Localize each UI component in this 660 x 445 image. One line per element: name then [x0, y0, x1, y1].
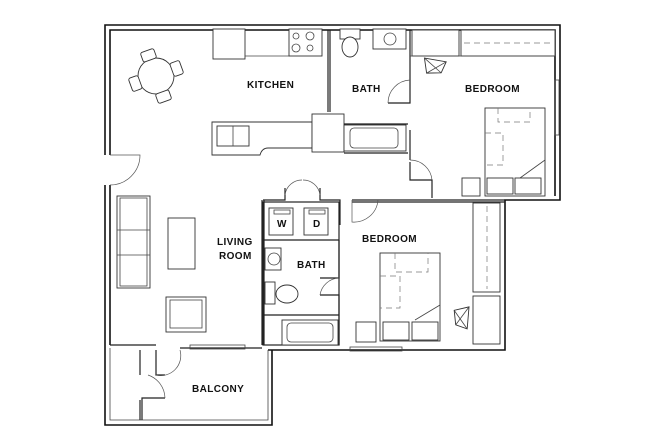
bath-sink-bottom — [264, 247, 282, 271]
desk-chair-bottom — [453, 306, 470, 330]
window-bottom — [349, 346, 403, 352]
room-label-bath-top: BATH — [352, 84, 381, 95]
room-label-balcony: BALCONY — [192, 384, 244, 395]
bath-door[interactable] — [387, 79, 411, 104]
desk-bottom — [472, 295, 501, 345]
balcony: BALCONY — [110, 344, 262, 420]
desk-chair — [423, 57, 447, 74]
entry-door[interactable] — [109, 154, 141, 186]
window — [554, 79, 560, 136]
refrigerator — [212, 28, 246, 60]
nightstand — [461, 177, 481, 197]
bedroom-top: BEDROOM — [410, 29, 560, 197]
bathtub — [343, 124, 407, 152]
desk — [411, 29, 460, 57]
room-label-kitchen: KITCHEN — [247, 80, 294, 91]
bedroom-door[interactable] — [409, 159, 433, 181]
sofa — [116, 195, 151, 289]
washer — [268, 207, 294, 236]
bathtub-bottom — [281, 319, 339, 346]
dining-table — [128, 48, 184, 104]
coffee-table — [167, 217, 196, 270]
dryer-label: D — [313, 219, 320, 230]
bedroom-bottom: BEDROOM — [349, 202, 501, 352]
bath-sink — [372, 28, 407, 50]
bedroom-bottom-door[interactable] — [351, 199, 379, 223]
bath-top: BATH — [339, 28, 433, 198]
bath-bottom: W D BATH — [262, 201, 340, 346]
pantry — [311, 113, 345, 153]
bath-bottom-door[interactable] — [319, 277, 340, 296]
toilet-bottom — [275, 284, 299, 304]
room-label-bath-bottom: BATH — [297, 260, 326, 271]
storage-door[interactable] — [147, 374, 166, 399]
room-label-living-1: LIVING — [217, 237, 253, 248]
toilet — [341, 36, 359, 58]
washer-label: W — [277, 219, 287, 230]
closet-door-right[interactable] — [302, 179, 321, 196]
room-label-living-2: ROOM — [219, 251, 252, 262]
dryer — [303, 207, 329, 236]
stove — [288, 28, 323, 57]
closet-door-left[interactable] — [284, 179, 303, 196]
room-label-bedroom-top: BEDROOM — [465, 84, 520, 95]
room-label-bedroom-bottom: BEDROOM — [362, 234, 417, 245]
sliding-door[interactable] — [189, 344, 246, 350]
living-room: LIVING ROOM — [116, 195, 265, 345]
kitchen-area: KITCHEN — [211, 28, 345, 156]
balcony-door[interactable] — [155, 349, 182, 376]
nightstand-bottom — [355, 321, 377, 343]
armchair — [165, 296, 207, 333]
closet-bottom — [472, 202, 501, 293]
